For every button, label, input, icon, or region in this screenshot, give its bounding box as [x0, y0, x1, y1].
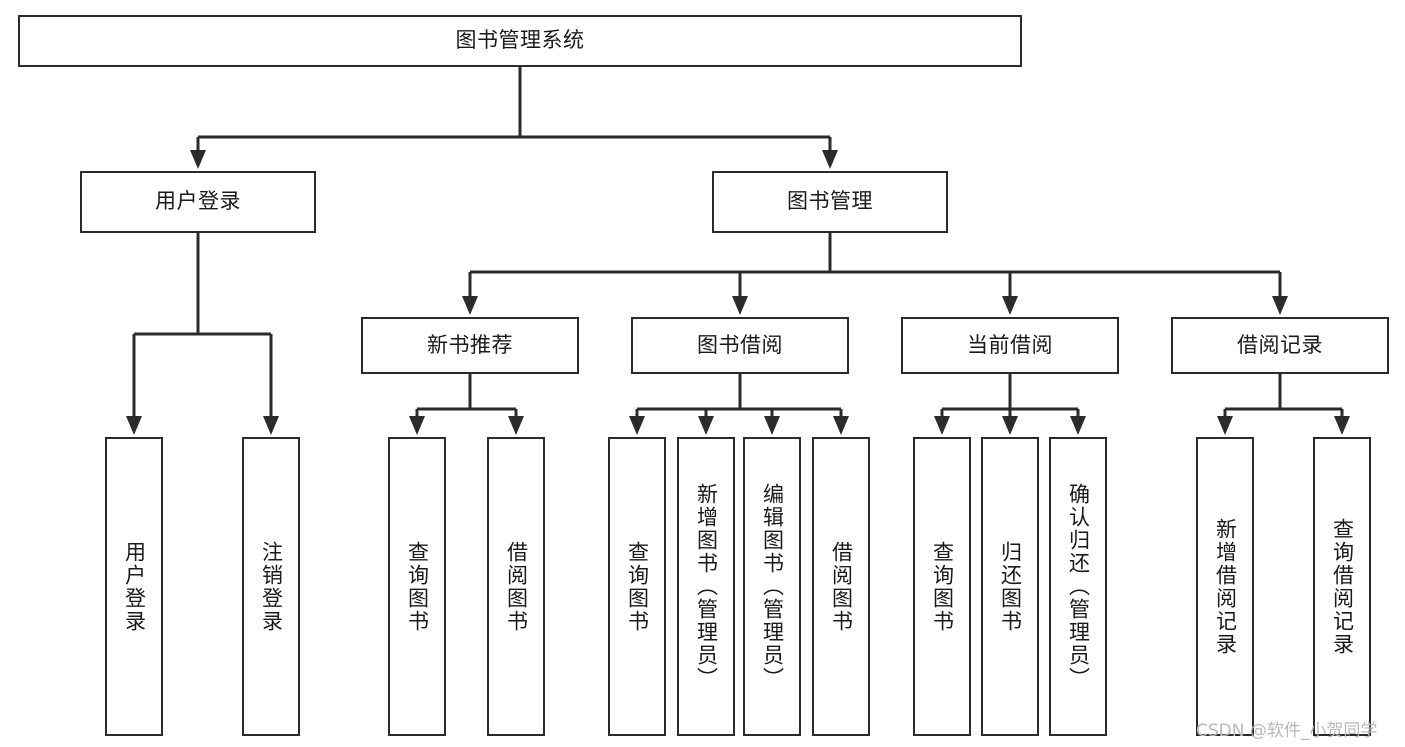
node-book-manage[interactable]: 图书管理 — [712, 171, 948, 233]
conn-book-borrow-arrowhead-2 — [764, 416, 780, 435]
conn-current-borrow-arrowhead-1 — [1002, 416, 1018, 435]
node-label: 新增借阅记录 — [1213, 517, 1238, 656]
node-label: 当前借阅 — [967, 332, 1053, 357]
node-book-borrow[interactable]: 图书借阅 — [631, 317, 849, 374]
conn-book-manage-arrowhead-0 — [462, 296, 478, 315]
conn-book-borrow-arrowhead-1 — [698, 416, 714, 435]
conn-book-manage-arrowhead-3 — [1272, 296, 1288, 315]
node-label: 图书管理 — [787, 189, 873, 214]
node-leaf-add-record[interactable]: 新增借阅记录 — [1196, 437, 1254, 736]
node-label: 新书推荐 — [427, 332, 513, 357]
node-leaf-return-book[interactable]: 归还图书 — [981, 437, 1039, 736]
node-label: 用户登录 — [122, 540, 147, 633]
node-leaf-query-book-3[interactable]: 查询图书 — [913, 437, 971, 736]
node-leaf-user-logout[interactable]: 注销登录 — [242, 437, 300, 736]
node-leaf-query-book-1[interactable]: 查询图书 — [388, 437, 446, 736]
node-root[interactable]: 图书管理系统 — [18, 15, 1022, 67]
conn-book-manage-arrowhead-2 — [1002, 296, 1018, 315]
node-leaf-borrow-book-2[interactable]: 借阅图书 — [812, 437, 870, 736]
conn-current-borrow-arrowhead-2 — [1070, 416, 1086, 435]
conn-current-borrow-arrowhead-0 — [934, 416, 950, 435]
node-label: 借阅记录 — [1237, 332, 1323, 357]
node-leaf-borrow-book-1[interactable]: 借阅图书 — [487, 437, 545, 736]
conn-root-arrowhead-1 — [822, 150, 838, 169]
node-current-borrow[interactable]: 当前借阅 — [901, 317, 1119, 374]
conn-user-login-arrowhead-1 — [263, 416, 279, 435]
node-leaf-query-record[interactable]: 查询借阅记录 — [1313, 437, 1371, 736]
conn-user-login-arrowhead-0 — [126, 416, 142, 435]
node-leaf-confirm-return[interactable]: 确认归还（管理员） — [1049, 437, 1107, 736]
node-new-book-recommend[interactable]: 新书推荐 — [361, 317, 579, 374]
node-label: 编辑图书（管理员） — [760, 483, 785, 690]
conn-book-borrow-arrowhead-3 — [833, 416, 849, 435]
node-user-login[interactable]: 用户登录 — [80, 171, 316, 233]
node-leaf-user-login[interactable]: 用户登录 — [105, 437, 163, 736]
node-label: 查询图书 — [405, 540, 430, 633]
conn-book-borrow-arrowhead-0 — [629, 416, 645, 435]
node-borrow-record[interactable]: 借阅记录 — [1171, 317, 1389, 374]
node-label: 归还图书 — [998, 540, 1023, 633]
node-label: 借阅图书 — [829, 540, 854, 633]
node-label: 查询图书 — [930, 540, 955, 633]
node-label: 借阅图书 — [504, 540, 529, 633]
conn-root-arrowhead-0 — [190, 150, 206, 169]
node-leaf-edit-book[interactable]: 编辑图书（管理员） — [743, 437, 801, 736]
node-label: 查询图书 — [625, 540, 650, 633]
node-leaf-add-book[interactable]: 新增图书（管理员） — [677, 437, 735, 736]
node-label: 确认归还（管理员） — [1066, 483, 1091, 690]
node-label: 用户登录 — [155, 189, 241, 214]
node-label: 图书管理系统 — [455, 28, 585, 53]
conn-new-book-arrowhead-1 — [508, 416, 524, 435]
node-label: 查询借阅记录 — [1330, 517, 1355, 656]
conn-book-manage-arrowhead-1 — [732, 296, 748, 315]
conn-borrow-record-arrowhead-1 — [1334, 416, 1350, 435]
conn-borrow-record-arrowhead-0 — [1217, 416, 1233, 435]
conn-new-book-arrowhead-0 — [409, 416, 425, 435]
node-label: 新增图书（管理员） — [694, 483, 719, 690]
node-label: 注销登录 — [259, 540, 284, 633]
node-leaf-query-book-2[interactable]: 查询图书 — [608, 437, 666, 736]
node-label: 图书借阅 — [697, 332, 783, 357]
